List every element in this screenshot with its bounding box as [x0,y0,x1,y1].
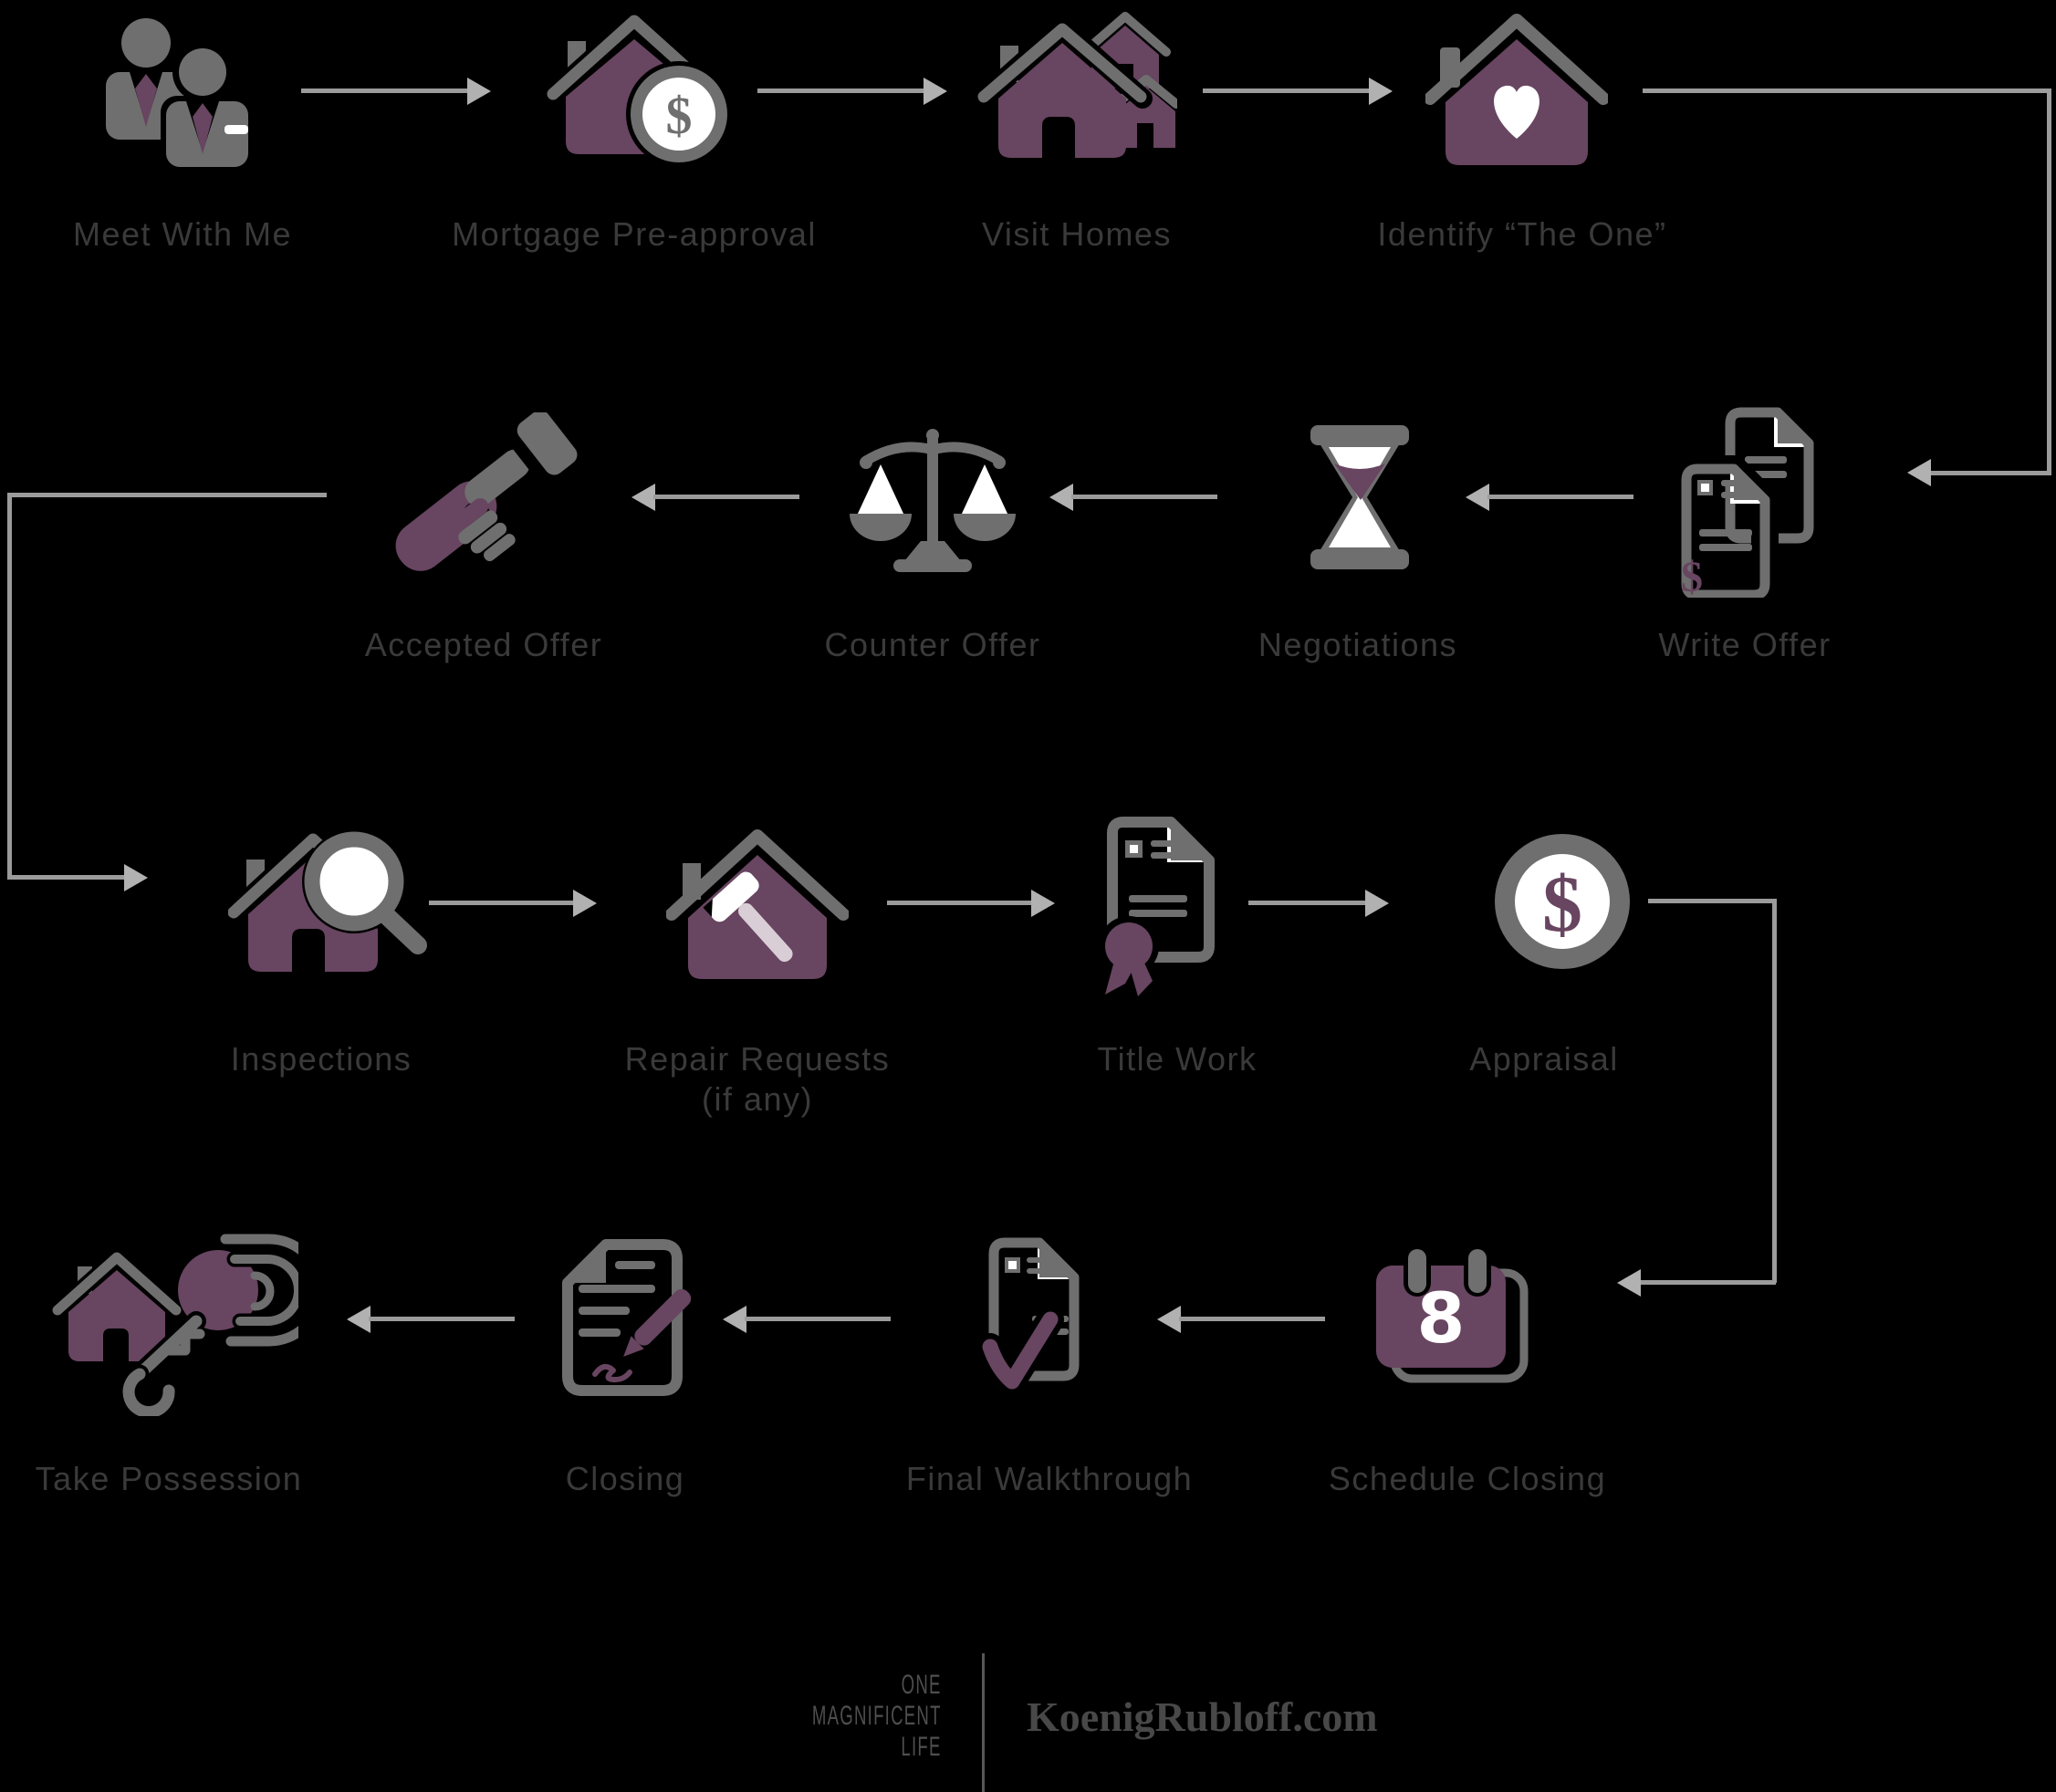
connector-right-top [1643,89,2051,93]
connector-right-vertical [2047,89,2051,475]
connector-mid-right-top [1648,899,1777,903]
arrow-repair-to-title [887,901,1033,905]
footer-website-url: KoenigRubloff.com [1027,1693,1378,1740]
arrowhead-left-icon [1907,459,1931,486]
svg-text:$: $ [1542,860,1582,949]
arrowhead-right-icon [573,890,597,917]
step-label-visit-homes: Visit Homes [982,215,1172,253]
footer-divider [982,1653,985,1792]
arrowhead-left-icon [1049,484,1073,511]
step-label-appraisal: Appraisal [1469,1040,1619,1078]
step-label-inspections: Inspections [230,1040,412,1078]
step-label-title-work: Title Work [1097,1040,1258,1078]
svg-text:$: $ [666,86,693,145]
connector-left-return [9,875,126,880]
calendar-icon: 8 [1376,1245,1529,1383]
step-label-negotiations: Negotiations [1258,626,1458,663]
brand-tagline-line2: MAGNIFICENT [812,1701,942,1731]
step-label-identify-the-one: Identify “The One” [1377,215,1667,253]
two-people-icon [106,18,254,169]
arrowhead-left-icon [723,1306,746,1333]
house-heart-icon [1425,14,1608,165]
arrow-negotiations-to-counter [1071,495,1217,499]
documents-dollar-icon: $ [1677,407,1814,598]
dollar-coin-icon: $ [1495,834,1630,969]
handshake-icon [395,412,578,571]
step-label-schedule-closing: Schedule Closing [1328,1460,1607,1497]
step-label-meet-with-me: Meet With Me [72,215,293,253]
arrow-counter-to-accepted [653,495,799,499]
arrowhead-right-icon [1365,890,1389,917]
arrowhead-left-icon [1466,484,1489,511]
arrowhead-right-icon [924,78,947,105]
arrow-inspections-to-repair [429,901,575,905]
arrowhead-right-icon [1369,78,1393,105]
document-pen-icon [562,1239,692,1396]
step-label-accepted-offer: Accepted Offer [364,626,603,663]
brand-tagline-line1: ONE [901,1670,942,1700]
hourglass-icon [1310,425,1409,569]
connector-left-vertical [7,493,12,880]
arrow-visit-to-identify [1203,89,1371,93]
connector-mid-right-return [1639,1280,1776,1285]
house-dollar-coin-icon: $ [543,11,732,167]
arrowhead-left-icon [1617,1269,1641,1297]
step-label-take-possession: Take Possession [35,1460,303,1497]
step-label-counter-offer: Counter Offer [824,626,1041,663]
three-houses-icon [976,12,1177,158]
brand-tagline: ONE MAGNIFICENT LIFE [812,1670,942,1763]
arrowhead-right-icon [1031,890,1055,917]
arrow-write-to-negotiations [1487,495,1633,499]
step-label-write-offer: Write Offer [1658,626,1832,663]
arrow-mortgage-to-visit [757,89,925,93]
step-label-final-walkthrough: Final Walkthrough [905,1460,1194,1497]
arrow-closing-to-possession [369,1317,515,1321]
svg-text:8: 8 [1417,1277,1466,1359]
svg-text:$: $ [1681,553,1703,598]
house-magnifier-icon [228,829,433,972]
connector-mid-right-vertical [1772,899,1777,1283]
step-label-repair-requests-line2: (if any) [701,1080,814,1118]
arrowhead-right-icon [124,864,148,891]
house-keys-icon [52,1234,298,1416]
step-label-repair-requests: Repair Requests [624,1040,891,1078]
arrowhead-left-icon [347,1306,370,1333]
balance-scales-icon [850,429,1016,572]
connector-left-top [7,493,327,497]
arrow-meet-to-mortgage [301,89,469,93]
arrowhead-left-icon [1157,1306,1181,1333]
arrowhead-left-icon [631,484,655,511]
arrow-schedule-to-walkthrough [1179,1317,1325,1321]
brand-tagline-line3: LIFE [901,1732,942,1762]
step-label-mortgage-pre-approval: Mortgage Pre-approval [452,215,817,253]
document-ribbon-icon [1099,817,1215,996]
house-hammer-icon [666,829,849,979]
document-checkmark-icon [981,1237,1080,1395]
connector-right-return [1929,471,2051,475]
step-label-closing: Closing [565,1460,685,1497]
arrow-title-to-appraisal [1248,901,1367,905]
arrowhead-right-icon [467,78,491,105]
arrow-walkthrough-to-closing [745,1317,891,1321]
